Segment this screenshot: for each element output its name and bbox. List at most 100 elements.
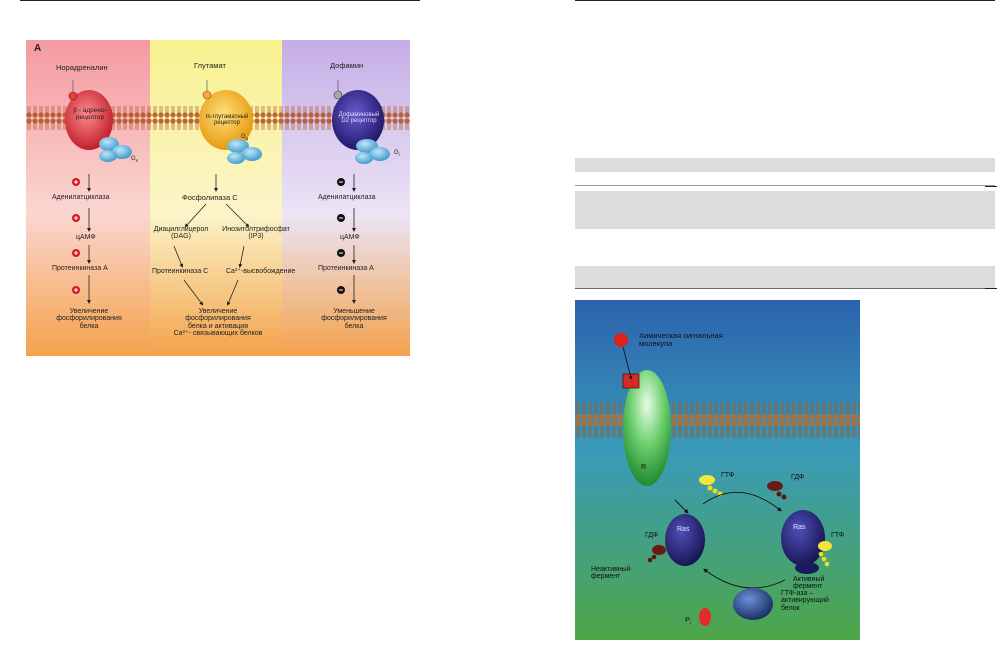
left-top-rule: [20, 0, 420, 1]
d2-receptor-text: Дофаминовый D2 рецептор: [338, 112, 380, 125]
col3-adenylate-cyclase: Аденилатциклаза: [318, 194, 376, 201]
col2-result-line-3: белка и активация: [188, 322, 248, 330]
rule-under-bar-3: [575, 288, 995, 289]
gtp-label-active: ГТФ: [831, 532, 845, 539]
grey-bar-3: [575, 266, 995, 288]
gap-protein: [733, 588, 773, 620]
glutamate-molecule: [202, 90, 212, 100]
signal-molecule-line-2: молекула: [639, 338, 673, 348]
col2-dag-line-1: Диацилглицерол: [153, 226, 209, 233]
gprotein-i-label: Gi: [394, 150, 400, 158]
mglu-receptor-label: m-глутаматный рецептор: [202, 114, 252, 127]
active-line-1: Активный: [793, 576, 825, 583]
d2-receptor: [332, 90, 384, 150]
col2-result-line-2: фосфорилирования: [185, 315, 251, 323]
gap-line-3: белок: [781, 604, 800, 612]
gtp-molecule-active: [818, 541, 832, 551]
col1-pka: Протеинкиназа А: [52, 265, 108, 272]
col3-result: Уменьшение фосфорилирования белка: [308, 308, 400, 330]
beta-receptor: [65, 90, 113, 150]
gap-line-1: ГТФ-аза –: [781, 590, 814, 597]
mglu-receptor-text: m-глутаматный рецептор: [205, 114, 249, 127]
gap-label: ГТФ-аза – активирующий белок: [781, 590, 829, 612]
gdp-molecule-inactive: [652, 545, 666, 555]
gprotein-s-1: [99, 137, 119, 151]
pi-letter: P: [685, 615, 691, 624]
arrow-a2-6: [183, 279, 204, 306]
column-purple-bg: [282, 40, 410, 356]
col2-dag-line-2: (DAG): [171, 233, 191, 241]
col2-dag: Диацилглицерол (DAG): [150, 226, 212, 241]
cycle-arrow-bottom: [703, 568, 786, 589]
gdp-label-top: ГДФ: [791, 474, 805, 481]
arrow-a2-4: [173, 245, 184, 268]
ligand-noradrenaline: Норадреналин: [56, 63, 108, 72]
ligand-dopamine: Дофамин: [330, 61, 364, 70]
col1-adenylate-cyclase: Аденилатциклаза: [52, 194, 110, 201]
col1-result-line-2: фосфорилирования: [56, 315, 122, 323]
grey-bar-2: [575, 191, 995, 229]
gprotein-s-2: [112, 145, 132, 159]
col3-camp: цАМФ: [340, 234, 360, 241]
col1-result-line-1: Увеличение: [69, 308, 109, 315]
beta-receptor-label: β - адрено- рецептор: [72, 107, 108, 122]
receptor-r: [623, 370, 671, 486]
inactive-enzyme-label: Неактивный фермент: [591, 566, 631, 581]
right-top-rule: [575, 0, 995, 1]
col2-ip3: Инозитолтрифосфат (IP3): [222, 226, 290, 241]
signal-molecule: [614, 333, 628, 347]
arrow-a2-2: [184, 203, 207, 228]
receptor-binding-site: [622, 373, 640, 389]
ras-active: [781, 510, 825, 566]
right-edge-tick-2: [985, 288, 997, 289]
col1-camp: цАМФ: [76, 234, 96, 241]
figure-b-svg: [575, 300, 860, 640]
col2-result: Увеличение фосфорилирования белка и акти…: [166, 308, 270, 337]
dopamine-molecule: [333, 90, 343, 100]
col1-result: Увеличение фосфорилирования белка: [44, 308, 134, 330]
gprotein-q-g: G: [241, 134, 246, 140]
gprotein-q-1: [227, 139, 249, 153]
right-edge-tick-1: [985, 186, 997, 187]
membrane-b: [575, 400, 860, 442]
col2-calcium: Ca²⁺-высвобождение: [226, 268, 296, 275]
col3-result-line-1: Уменьшение: [333, 308, 375, 315]
ras-inactive-label: Ras: [677, 526, 690, 533]
gprotein-i-sub: i: [398, 152, 400, 158]
signal-molecule-line-1: Химическая сигнальная: [639, 331, 723, 340]
col3-result-line-3: белка: [344, 322, 364, 330]
col2-result-line-4: Ca²⁺- связывающих белков: [173, 330, 263, 338]
gprotein-s-3: [99, 150, 117, 162]
arrow-a2-7: [226, 279, 239, 306]
figure-b-bg: [575, 300, 860, 640]
gdp-label-inactive: ГДФ: [645, 532, 659, 539]
figure-b: Химическая сигнальная молекула R ГТФ ГДФ…: [575, 300, 860, 640]
col2-pkc: Протеинкиназа С: [152, 268, 209, 275]
arrow-a2-3: [225, 203, 250, 228]
gprotein-i-2: [370, 147, 390, 161]
gprotein-q-sub: q: [245, 136, 249, 142]
gtp-label-top: ГТФ: [721, 472, 735, 479]
beta-receptor-text: β - адрено- рецептор: [73, 107, 107, 121]
active-enzyme-label: Активный фермент: [793, 576, 824, 591]
grey-bar-1: [575, 158, 995, 172]
gprotein-q-label: Gq: [241, 134, 248, 142]
ligand-glutamate: Глутамат: [194, 61, 226, 70]
col3-pka: Протеинкиназа А: [318, 265, 374, 272]
inactive-line-2: фермент: [591, 573, 621, 581]
ras-active-label: Ras: [793, 524, 806, 531]
gprotein-i-g: G: [394, 150, 399, 156]
phosphate-pi: [699, 608, 711, 626]
gdp-molecule-top: [767, 481, 783, 491]
mglu-receptor: [199, 90, 253, 150]
gprotein-s-sub: s: [135, 158, 138, 164]
gprotein-s-g: G: [131, 156, 136, 162]
col2-ip3-line-1: Инозитолтрифосфат: [222, 226, 290, 233]
signal-molecule-label: Химическая сигнальная молекула: [639, 332, 723, 348]
receptor-r-label: R: [641, 464, 647, 471]
figure-a-svg: [26, 40, 410, 356]
gprotein-s-label: Gs: [131, 156, 138, 164]
noradrenaline-molecule: [68, 91, 78, 101]
gprotein-i-3: [355, 152, 373, 164]
pi-label: Pi: [685, 616, 691, 627]
